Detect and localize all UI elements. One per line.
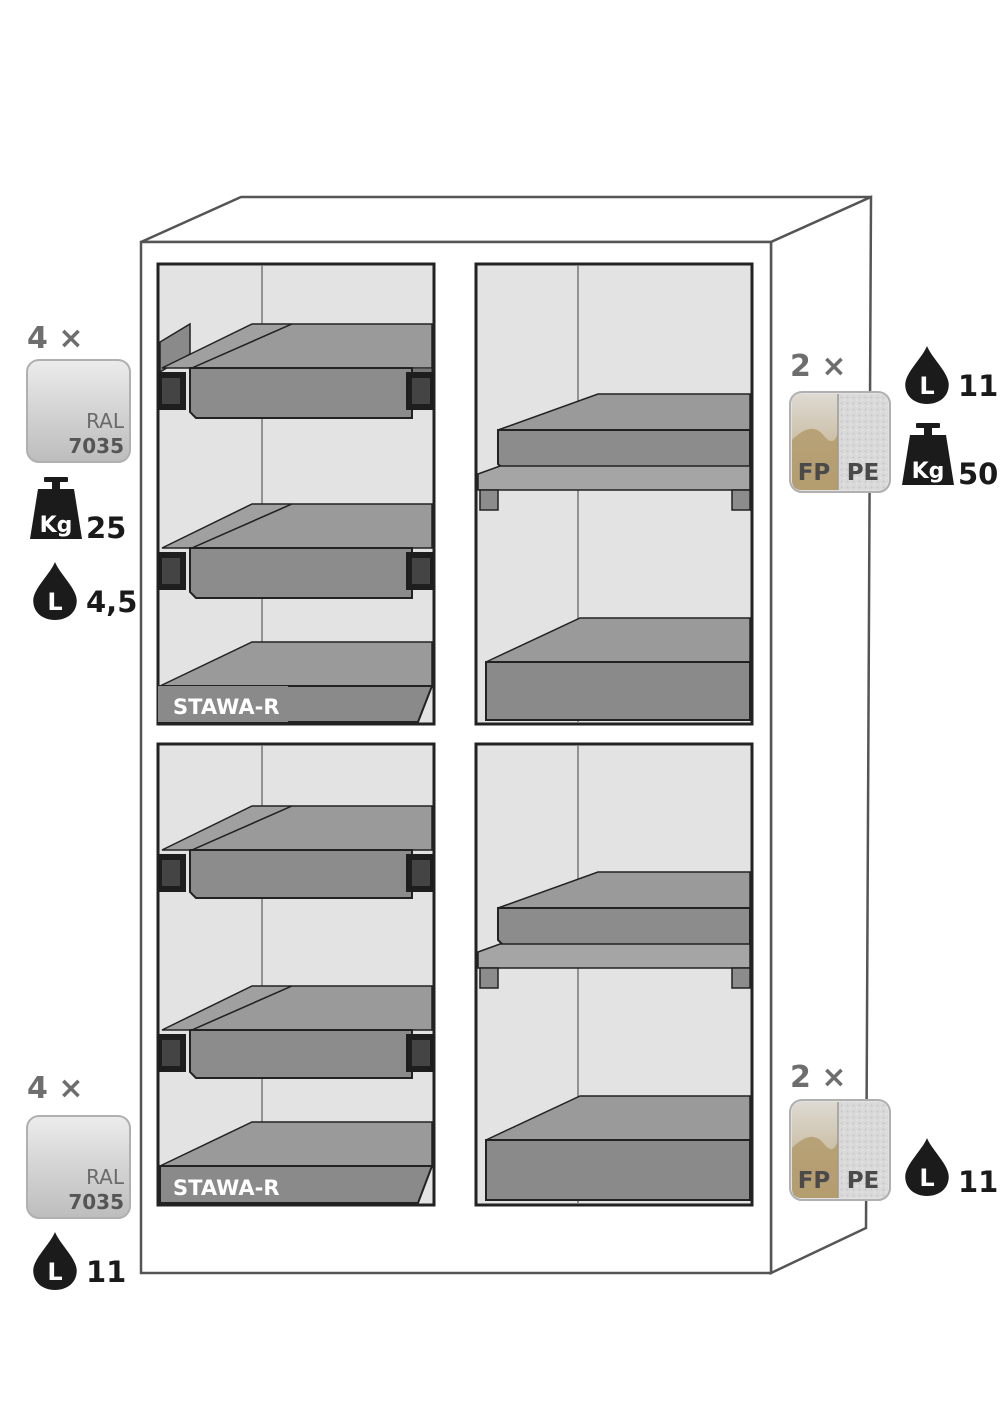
material-pe-label: PE — [847, 460, 880, 486]
ral-code: 7035 — [68, 1190, 124, 1214]
stawa-r-label: STAWA-R — [173, 695, 280, 719]
weight-icon-letter: Kg — [912, 459, 945, 484]
stawa-r-label: STAWA-R — [173, 1176, 280, 1200]
compartment-top-left: STAWA-R — [156, 262, 436, 726]
ral-label: RAL — [86, 409, 125, 433]
compartment-bottom-left: STAWA-R — [156, 742, 436, 1207]
volume-value: 11 — [958, 1165, 998, 1199]
bottom-sump — [159, 1121, 434, 1204]
drop-icon-letter: L — [47, 588, 62, 616]
left-top-spec-group: 4 × RAL 7035 Kg 25 L 4,5 — [26, 321, 137, 620]
weight-value: 25 — [86, 511, 126, 545]
weight-kg-icon: Kg — [902, 423, 954, 485]
quantity-label: 2 × — [790, 349, 846, 384]
drawer-tray — [158, 805, 434, 899]
bottom-sump — [485, 1095, 751, 1201]
ral-label: RAL — [86, 1165, 125, 1189]
left-bottom-spec-group: 4 × RAL 7035 L 11 — [26, 1071, 131, 1290]
liquid-drop-icon: L — [905, 346, 949, 404]
material-fp-label: FP — [798, 460, 831, 486]
compartment-top-right — [474, 262, 754, 726]
quantity-label: 4 × — [27, 1071, 83, 1106]
drawer-tray — [158, 985, 434, 1079]
volume-value: 11 — [958, 369, 998, 403]
weight-kg-icon: Kg — [30, 477, 82, 539]
cabinet-top-face — [140, 195, 872, 244]
drawer-tray — [158, 503, 434, 599]
right-top-spec-group: 2 × FP PE L 11 Kg 50 — [789, 346, 998, 493]
liquid-drop-icon: L — [33, 1232, 77, 1290]
quantity-label: 2 × — [790, 1060, 846, 1095]
drop-icon-letter: L — [919, 1164, 934, 1192]
ral-code: 7035 — [68, 434, 124, 458]
bottom-sump — [158, 641, 434, 723]
drop-icon-letter: L — [47, 1258, 62, 1286]
volume-value: 11 — [86, 1255, 126, 1289]
weight-value: 50 — [958, 457, 998, 491]
bottom-sump — [485, 617, 751, 721]
material-pe-label: PE — [847, 1168, 880, 1194]
drop-icon-letter: L — [919, 372, 934, 400]
volume-value: 4,5 — [86, 585, 137, 619]
ral-color-swatch: RAL 7035 — [26, 1115, 131, 1219]
shelf-tray — [477, 871, 751, 989]
liquid-drop-icon: L — [33, 562, 77, 620]
right-bottom-spec-group: 2 × FP PE L 11 — [789, 1060, 998, 1201]
compartment-bottom-right — [474, 742, 754, 1207]
liquid-drop-icon: L — [905, 1138, 949, 1196]
material-swatch-fp-pe: FP PE — [789, 1099, 891, 1201]
quantity-label: 4 × — [27, 321, 83, 356]
ral-color-swatch: RAL 7035 — [26, 359, 131, 463]
weight-icon-letter: Kg — [40, 513, 73, 538]
material-fp-label: FP — [798, 1168, 831, 1194]
drawer-tray — [158, 322, 434, 419]
material-swatch-fp-pe: FP PE — [789, 391, 891, 493]
shelf-tray — [477, 393, 751, 511]
